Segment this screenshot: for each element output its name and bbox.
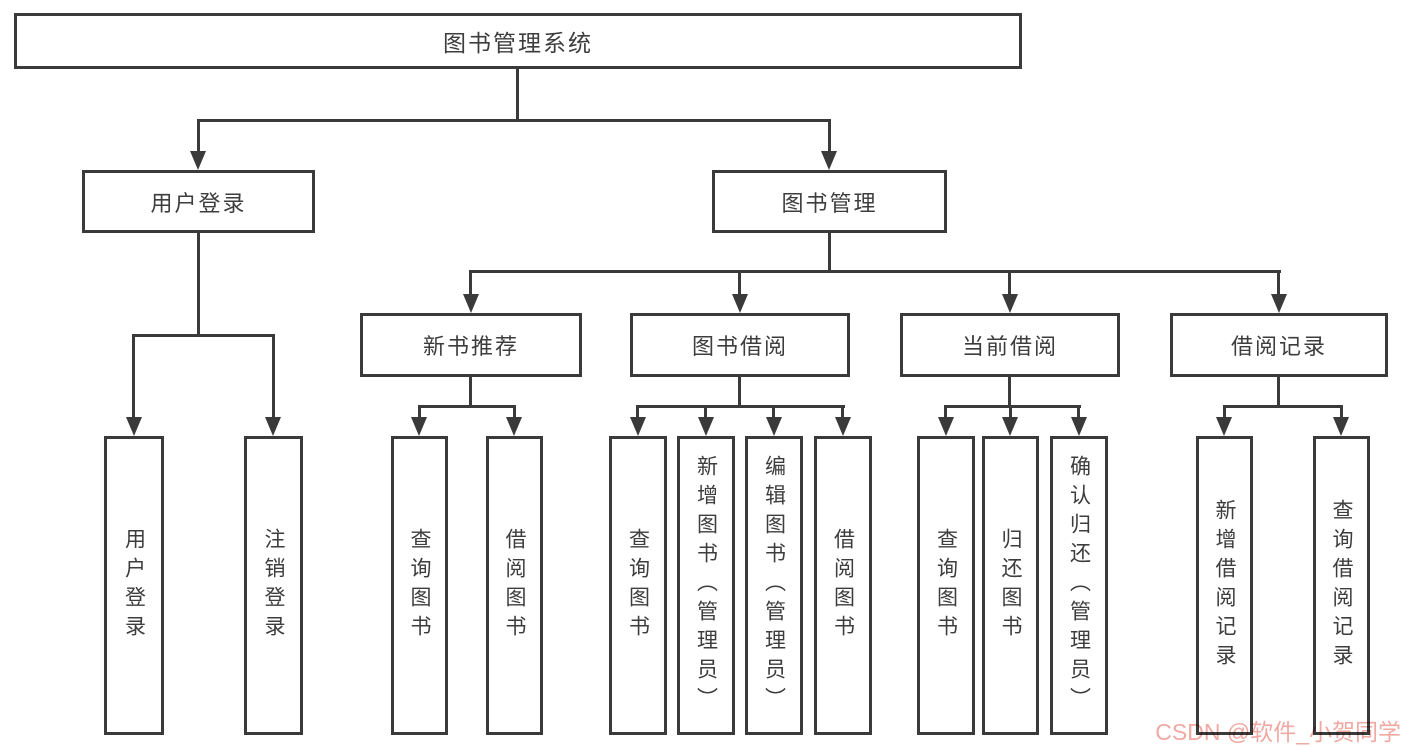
edge-drop-bb-borrow xyxy=(841,405,844,419)
edge-drop-cb-confirm xyxy=(1077,405,1080,419)
arrow-down-icon xyxy=(835,417,851,436)
arrow-down-icon xyxy=(1216,417,1232,436)
node-book-borrowing: 图书借阅 xyxy=(630,313,850,377)
leaf-edit-books-admin: 编辑图书（管理员） xyxy=(745,436,803,735)
edge-borrow-records-stem xyxy=(1277,377,1280,407)
leaf-borrow-books-recommend: 借阅图书 xyxy=(486,436,543,735)
arrow-down-icon xyxy=(698,417,714,436)
leaf-query-books-borrowing: 查询图书 xyxy=(609,436,667,735)
edge-borrow-records-branch xyxy=(1223,405,1343,408)
arrow-down-icon xyxy=(732,294,748,313)
edge-new-book-rec-stem xyxy=(469,377,472,407)
edge-drop-user-login xyxy=(197,119,200,153)
edge-user-login-stem xyxy=(197,233,200,336)
arrow-down-icon xyxy=(630,417,646,436)
arrow-down-icon xyxy=(190,151,206,170)
node-user-login: 用户登录 xyxy=(82,170,315,233)
node-library-management-system: 图书管理系统 xyxy=(14,13,1022,69)
leaf-query-books-recommend: 查询图书 xyxy=(391,436,448,735)
edge-drop-borrow-records xyxy=(1277,270,1280,296)
edge-drop-cb-return xyxy=(1009,405,1012,419)
node-borrowing-records: 借阅记录 xyxy=(1170,313,1388,377)
leaf-query-borrow-record: 查询借阅记录 xyxy=(1313,436,1370,735)
edge-drop-book-management xyxy=(828,119,831,153)
edge-drop-bb-edit xyxy=(772,405,775,419)
node-current-borrowing: 当前借阅 xyxy=(900,313,1120,377)
node-new-book-recommendation: 新书推荐 xyxy=(360,313,582,377)
leaf-logout-login: 注销登录 xyxy=(244,436,303,735)
arrow-down-icon xyxy=(463,294,479,313)
arrow-down-icon xyxy=(265,417,281,436)
arrow-down-icon xyxy=(1002,417,1018,436)
edge-drop-br-query xyxy=(1340,405,1343,419)
node-book-management: 图书管理 xyxy=(712,170,947,233)
leaf-confirm-return-admin: 确认归还（管理员） xyxy=(1050,436,1108,735)
edge-drop-leaf-logout xyxy=(272,334,275,418)
edge-drop-current-borrow xyxy=(1008,270,1011,296)
arrow-down-icon xyxy=(821,151,837,170)
leaf-add-borrow-record: 新增借阅记录 xyxy=(1196,436,1253,735)
edge-drop-cb-query xyxy=(944,405,947,419)
leaf-borrow-books-borrowing: 借阅图书 xyxy=(814,436,872,735)
edge-drop-book-borrow xyxy=(738,270,741,296)
arrow-down-icon xyxy=(126,417,142,436)
arrow-down-icon xyxy=(411,417,427,436)
edge-current-borrow-stem xyxy=(1008,377,1011,407)
arrow-down-icon xyxy=(1002,294,1018,313)
edge-drop-br-add xyxy=(1223,405,1226,419)
edge-root-stem xyxy=(516,69,519,121)
edge-book-borrow-stem xyxy=(738,377,741,407)
edge-drop-leaf-user-login xyxy=(132,334,135,418)
edge-drop-new-book-rec xyxy=(469,270,472,296)
arrow-down-icon xyxy=(938,417,954,436)
leaf-add-books-admin: 新增图书（管理员） xyxy=(677,436,735,735)
arrow-down-icon xyxy=(1333,417,1349,436)
edge-book-mgmt-stem xyxy=(828,233,831,272)
arrow-down-icon xyxy=(766,417,782,436)
edge-root-branch xyxy=(197,119,831,122)
edge-book-mgmt-branch xyxy=(469,270,1281,273)
leaf-user-login: 用户登录 xyxy=(104,436,164,735)
edge-user-login-branch xyxy=(132,334,275,337)
edge-drop-nbr-query xyxy=(418,405,421,419)
leaf-return-books: 归还图书 xyxy=(982,436,1039,735)
edge-drop-nbr-borrow xyxy=(513,405,516,419)
arrow-down-icon xyxy=(1271,294,1287,313)
arrow-down-icon xyxy=(506,417,522,436)
csdn-watermark: CSDN @软件_小贺同学 xyxy=(1155,719,1401,745)
edge-current-borrow-branch xyxy=(944,405,1081,408)
arrow-down-icon xyxy=(1071,417,1087,436)
edge-book-borrow-branch xyxy=(636,405,845,408)
edge-drop-bb-query xyxy=(636,405,639,419)
edge-drop-bb-add xyxy=(704,405,707,419)
leaf-query-books-current: 查询图书 xyxy=(917,436,975,735)
edge-new-book-rec-branch xyxy=(418,405,516,408)
